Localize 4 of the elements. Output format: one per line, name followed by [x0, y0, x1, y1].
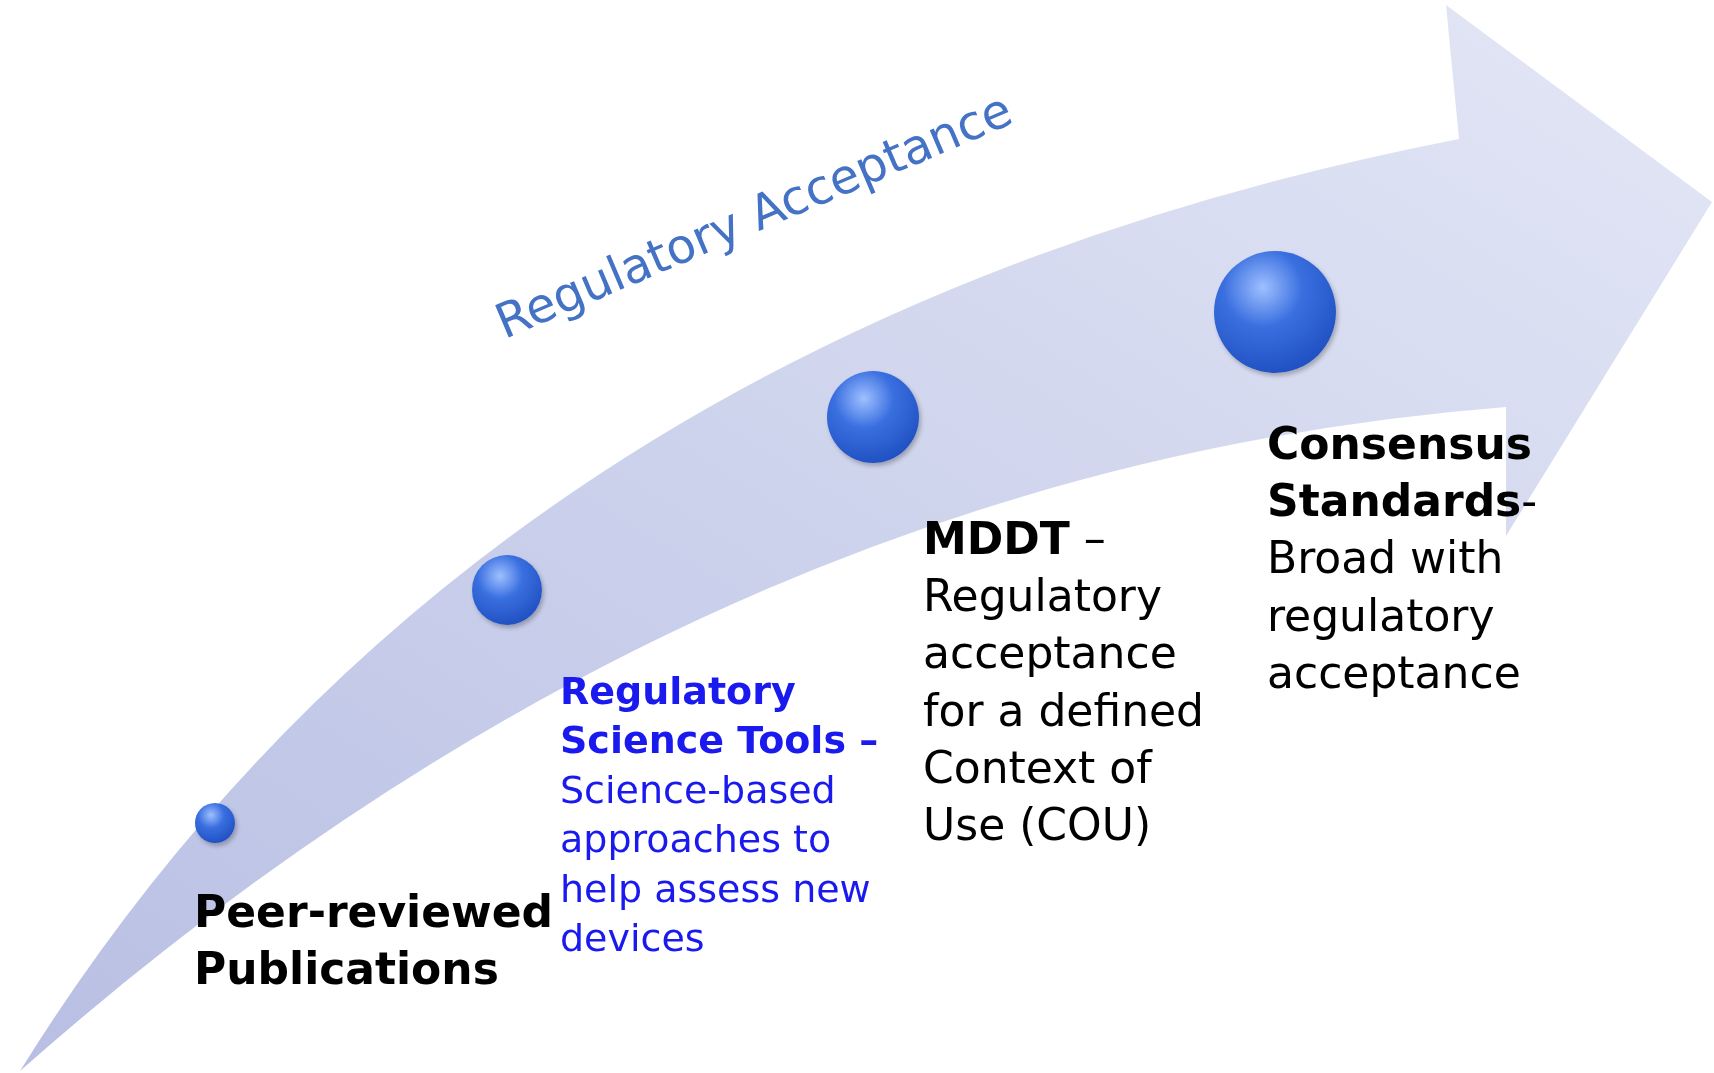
stage-description: MDDT – Regulatory acceptance for a defined Context of Use (COU)	[923, 512, 1206, 852]
stage-description: Peer-reviewed Publications	[194, 885, 554, 997]
stage-description: Regulatory Science Tools – Science-based approaches to help assess new devices	[560, 668, 880, 962]
stage-description: Consensus Standards- Broad with regulatory acceptance	[1267, 417, 1539, 700]
